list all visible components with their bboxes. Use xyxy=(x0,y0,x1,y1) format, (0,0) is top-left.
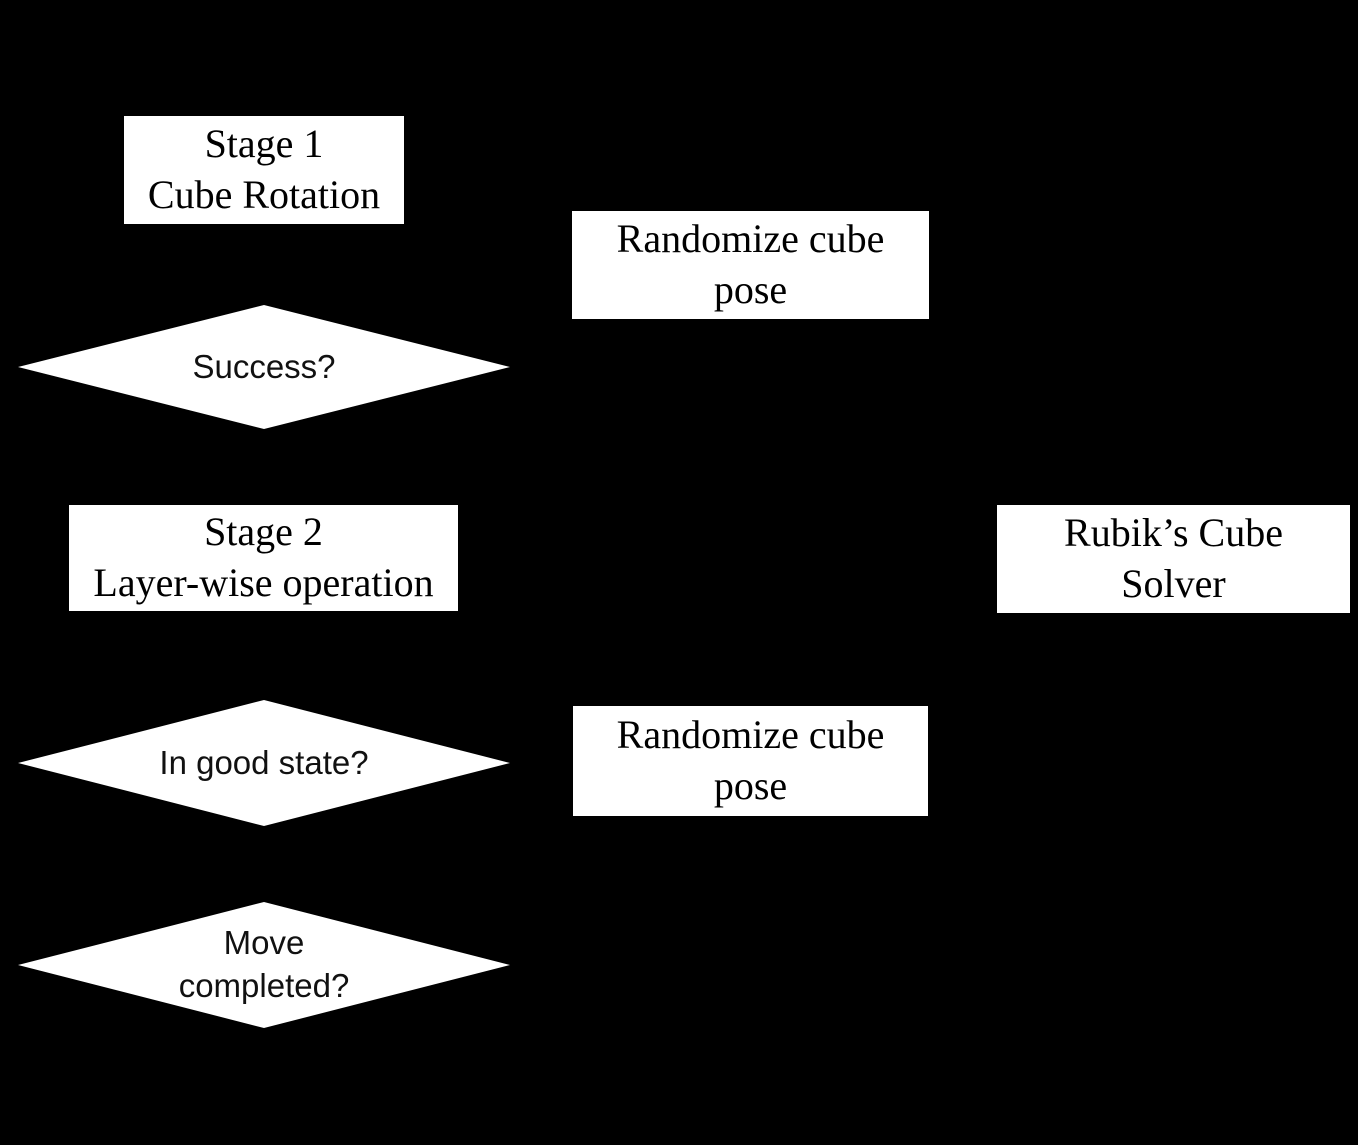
randomize-bottom-label-line2: pose xyxy=(713,763,788,808)
solver-label-line2: Solver xyxy=(1121,561,1226,606)
move-completed-decision-node: Move completed? xyxy=(18,902,510,1028)
randomize-top-label-line1: Randomize cube xyxy=(616,216,885,262)
stage1-label-line1: Stage 1 xyxy=(204,121,324,167)
in-good-state-label: In good state? xyxy=(159,743,369,781)
stage2-label-line1: Stage 2 xyxy=(204,509,323,555)
move-completed-label-line2: completed? xyxy=(178,967,350,1004)
rubiks-cube-solver-node: Rubik’s Cube Solver xyxy=(995,503,1352,615)
solver-label-line1: Rubik’s Cube xyxy=(1064,510,1283,556)
stage1-label-line2: Cube Rotation xyxy=(147,172,381,217)
stage2-label-line2: Layer-wise operation xyxy=(93,560,434,605)
randomize-cube-pose-node-bottom: Randomize cube pose xyxy=(571,704,930,818)
randomize-top-label-line2: pose xyxy=(713,267,788,312)
success-decision-node: Success? xyxy=(18,305,510,429)
in-good-state-decision-node: In good state? xyxy=(18,700,510,826)
move-completed-label-line1: Move xyxy=(223,924,305,962)
randomize-bottom-label-line1: Randomize cube xyxy=(616,712,885,758)
success-label: Success? xyxy=(192,347,336,385)
stage1-cube-rotation-node: Stage 1 Cube Rotation xyxy=(122,114,406,226)
stage2-layer-wise-operation-node: Stage 2 Layer-wise operation xyxy=(67,503,460,613)
randomize-cube-pose-node-top: Randomize cube pose xyxy=(570,209,931,321)
